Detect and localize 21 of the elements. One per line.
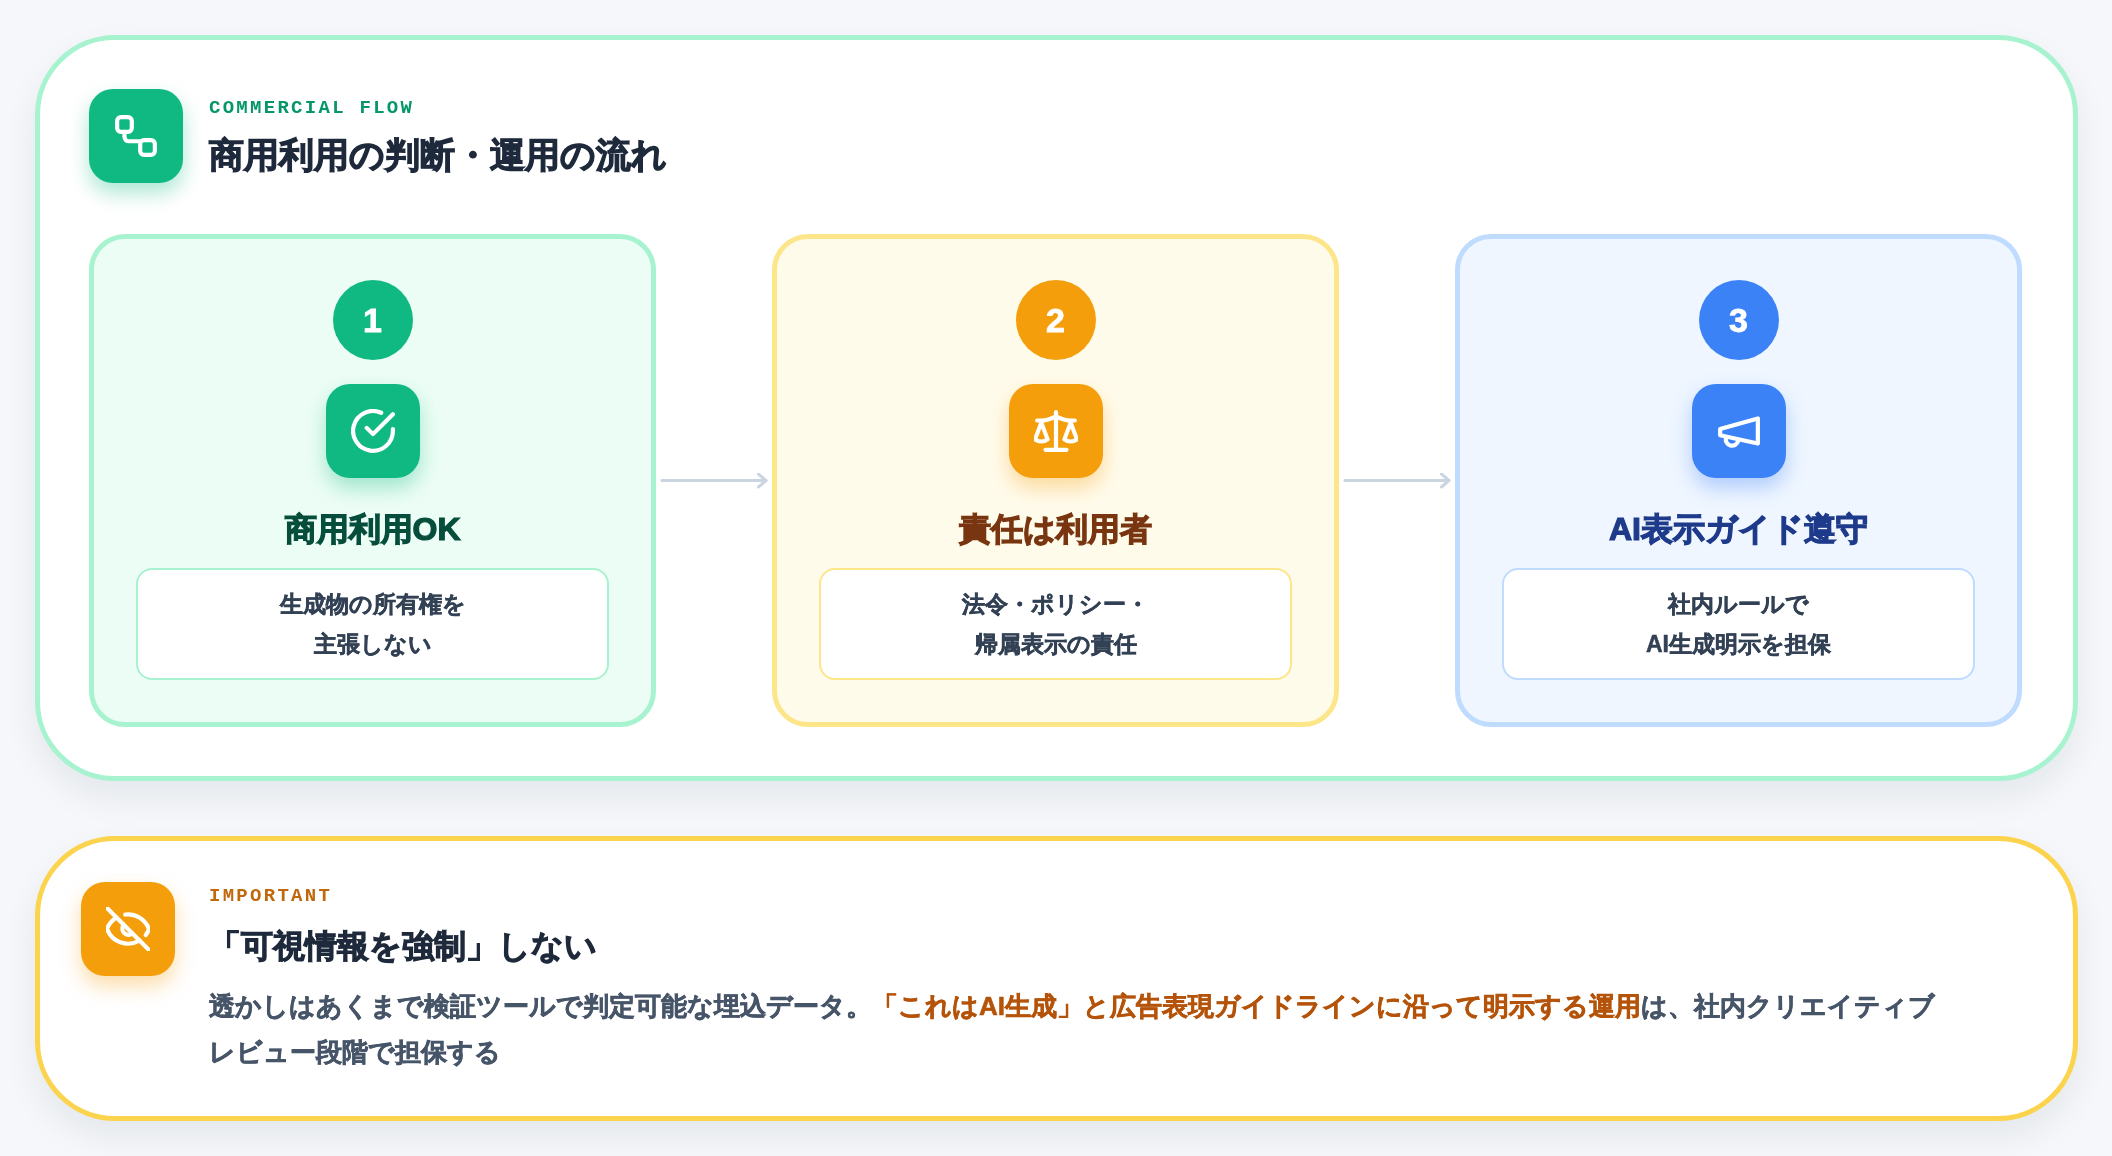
step-number: 2 xyxy=(1015,280,1096,360)
callout-text: 透かしはあくまで検証ツールで判定可能な埋込データ。「これはAI生成」と広告表現ガイドラインに沿って明示する運用は、社内クリエイティブレビュー段階で担保する xyxy=(209,990,1936,1069)
step-card xyxy=(1455,234,2022,727)
note-box: 生成物の所有権を主張しない xyxy=(136,568,609,680)
card-title: 商用利用OK xyxy=(283,510,462,549)
note-box: 法令・ポリシー・帰属表示の責任 xyxy=(819,568,1292,680)
flow-panel xyxy=(35,35,2078,781)
card-title: AI表示ガイド遵守 xyxy=(1608,510,1869,549)
callout-heading: 「可視情報を強制」しない xyxy=(209,927,597,966)
arrow xyxy=(660,472,768,489)
section-title: 商用利用の判断・運用の流れ xyxy=(209,134,667,176)
step-card xyxy=(772,234,1339,727)
section-label: IMPORTANT xyxy=(209,884,333,908)
card-title: 責任は利用者 xyxy=(958,510,1153,549)
step-card xyxy=(89,234,656,727)
step-number: 3 xyxy=(1698,280,1779,360)
step-number: 1 xyxy=(332,280,413,360)
note-box: 社内ルールでAI生成明示を担保 xyxy=(1502,568,1975,680)
arrow xyxy=(1343,472,1451,489)
callout-box xyxy=(35,836,2078,1121)
section-label: COMMERCIAL FLOW xyxy=(209,96,415,120)
